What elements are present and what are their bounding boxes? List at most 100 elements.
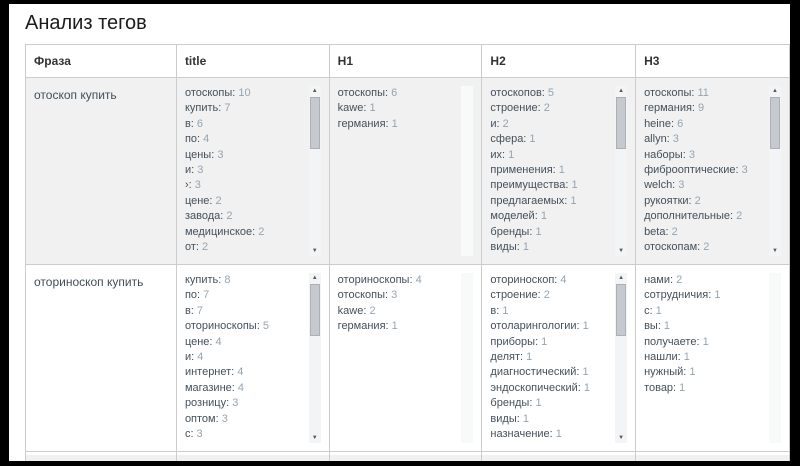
scroll-down-icon[interactable]: ▼ [311,435,318,441]
scrollbar[interactable]: ▲▼ [615,86,628,256]
tag-item: сфера: 1 [490,132,611,147]
tag-count: 1 [388,320,398,333]
tag-word: и: [184,351,195,364]
phrase-cell: отоскоп купить [25,77,177,265]
scroll-up-icon[interactable]: ▲ [311,88,318,94]
tag-count: 2 [733,210,743,223]
tag-item: бренды: 1 [490,225,611,240]
tag-item: оториноскоп: 4 [490,273,611,288]
tag-word: ›: [184,179,192,192]
scrollbar-thumb[interactable] [309,284,320,336]
tag-count: 6 [193,117,204,130]
tag-word: виды: [490,412,520,425]
tag-word: купить: [184,274,222,286]
scroll-down-icon[interactable]: ▼ [311,248,318,254]
tag-item: оториноскопы: 4 [338,273,458,288]
tag-item: купить: 8 [185,273,305,288]
tag-count: 1 [699,335,709,348]
tag-item: allyn: 3 [644,132,765,147]
tag-count: 1 [538,335,548,348]
tag-word: строение: [490,289,541,302]
tag-item: предлагаемых: 1 [490,194,611,209]
scroll-up-icon[interactable]: ▲ [311,275,318,281]
scrollbar[interactable]: ▲▼ [615,273,628,443]
scroll-down-icon[interactable]: ▼ [618,435,625,441]
tag-count: 7 [193,304,204,317]
scrollbar-thumb[interactable] [309,97,320,149]
tag-item: отоскопам: 2 [644,240,765,255]
tag-word: германия: [337,320,389,333]
scrollbar [769,273,781,443]
tag-count: 1 [499,304,509,317]
tag-count: 1 [567,194,577,207]
tag-word: строение: [490,102,541,115]
tag-item: kawe: 1 [338,101,458,116]
tag-count: 2 [366,304,376,317]
scrollbar[interactable]: ▲▼ [308,86,321,256]
tag-word: отоларингологии: [490,320,580,333]
tag-word: и: [184,164,195,177]
tag-word: делят: [490,351,524,364]
partial-cell [635,451,790,461]
tag-item: магазине: 4 [185,381,305,396]
tag-word: и: [490,117,500,130]
scrollbar[interactable]: ▲▼ [769,86,781,256]
tag-word: купить: [184,102,222,115]
tag-count: 2 [668,225,678,238]
tag-count: 1 [568,179,578,192]
tag-item: фиброоптические: 3 [644,163,765,178]
tag-count: 3 [194,164,204,177]
tag-item: нашли: 1 [644,350,765,365]
tag-item: завода: 2 [185,209,305,224]
tag-word: моделей: [490,210,538,223]
tag-word: нужный: [644,366,687,379]
tag-word: отоскопы: [184,87,236,99]
tag-count: 4 [200,133,210,146]
tag-item: делят: 1 [490,350,611,365]
page-title: Анализ тегов [25,12,147,34]
tag-count: 4 [194,351,204,364]
tag-item: и: 2 [490,117,611,132]
tag-word: welch: [644,179,676,192]
tag-count: 5 [259,320,269,333]
tag-count: 3 [685,148,695,161]
tag-item: германия: 1 [338,319,458,334]
tag-item: приборы: 1 [490,335,611,350]
tag-item: назначение: 1 [490,427,611,442]
tag-item: вы: 1 [644,319,765,334]
scroll-up-icon[interactable]: ▲ [618,275,625,281]
tag-word: рукоятки: [644,194,692,207]
scrollbar-thumb[interactable] [616,284,627,336]
tag-word: нашли: [644,351,681,364]
tag-word: диагностический: [490,366,580,379]
scroll-down-icon[interactable]: ▼ [772,248,778,254]
tag-count: 2 [255,225,265,238]
tag-word: цены: [184,148,215,161]
tag-item: отоскопы: 6 [338,86,458,101]
tag-word: завода: [184,210,224,223]
tag-item: сотрудничия: 1 [644,288,765,303]
scroll-up-icon[interactable]: ▲ [772,88,778,94]
scrollbar[interactable]: ▲▼ [308,273,321,443]
scrollbar-thumb[interactable] [770,97,780,149]
scroll-down-icon[interactable]: ▼ [618,248,625,254]
tag-word: отоскопы: [644,87,695,99]
tag-count: 1 [579,320,589,333]
scrollbar-thumb[interactable] [616,97,627,149]
scroll-up-icon[interactable]: ▲ [618,88,625,94]
tag-count: 1 [579,366,589,379]
tag-word: цене: [184,194,213,207]
tag-count: 3 [738,164,748,177]
